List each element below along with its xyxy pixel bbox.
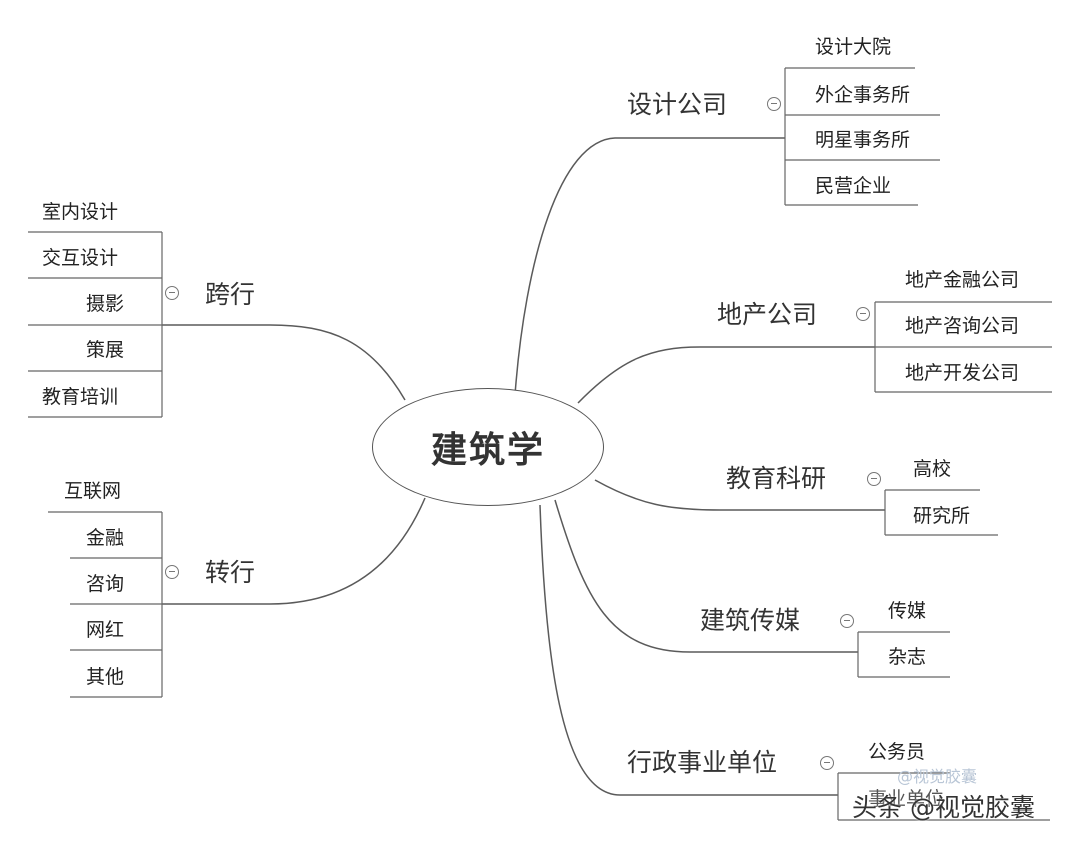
leaf-label: 室内设计 <box>42 201 119 223</box>
leaf-group-design <box>784 67 940 206</box>
leaf-group-career <box>48 511 163 698</box>
collapse-icon[interactable] <box>165 565 179 579</box>
center-node <box>372 388 604 506</box>
branch-label-crossover: 跨行 <box>205 280 256 309</box>
branch-label-government: 行政事业单位 <box>627 748 778 777</box>
watermark: 头条 @视觉胶囊 <box>852 793 1035 822</box>
edge-crossover <box>162 324 406 401</box>
leaf-label: 公务员 <box>868 741 926 763</box>
collapse-icon[interactable] <box>165 286 179 300</box>
leaf-label: 其他 <box>86 666 125 688</box>
edge-government <box>539 504 838 796</box>
leaf-label: 摄影 <box>86 293 125 315</box>
collapse-icon[interactable] <box>867 472 881 486</box>
collapse-icon[interactable] <box>840 614 854 628</box>
edge-real-estate <box>577 346 875 404</box>
leaf-label: 杂志 <box>888 646 927 668</box>
branch-label-design-company: 设计公司 <box>627 90 728 119</box>
watermark-faint: @视觉胶囊 <box>897 767 978 786</box>
leaf-label: 明星事务所 <box>815 129 911 151</box>
leaf-group-government <box>837 772 1050 821</box>
branch-label-media: 建筑传媒 <box>700 606 801 635</box>
collapse-icon[interactable] <box>856 307 870 321</box>
leaf-group-crossover <box>28 231 163 418</box>
leaf-label: 研究所 <box>913 505 971 527</box>
leaf-label: 网红 <box>86 619 125 641</box>
leaf-label: 互联网 <box>64 480 122 502</box>
branch-label-career-change: 转行 <box>205 558 256 587</box>
leaf-label: 外企事务所 <box>815 84 911 106</box>
leaf-label: 地产金融公司 <box>905 269 1020 291</box>
collapse-icon[interactable] <box>820 756 834 770</box>
leaf-label: 地产咨询公司 <box>905 315 1020 337</box>
leaf-label: 高校 <box>913 458 952 480</box>
branch-label-education: 教育科研 <box>726 464 827 493</box>
leaf-label: 金融 <box>86 527 125 549</box>
center-node-label: 建筑学 <box>430 430 545 471</box>
leaf-group-realestate <box>874 301 1052 393</box>
leaf-label: 事业单位 <box>868 788 945 810</box>
leaf-group-education <box>884 489 998 536</box>
leaf-label: 交互设计 <box>42 247 119 269</box>
edge-design-company <box>514 137 785 396</box>
leaf-label: 咨询 <box>86 573 125 595</box>
leaf-label: 传媒 <box>888 600 927 622</box>
edge-education <box>594 479 885 511</box>
leaf-label: 策展 <box>86 339 125 361</box>
leaf-label: 民营企业 <box>815 175 892 197</box>
leaf-label: 教育培训 <box>42 386 119 408</box>
leaf-group-media <box>857 631 950 678</box>
edge-career-change <box>162 497 426 605</box>
branch-label-real-estate: 地产公司 <box>717 300 818 329</box>
leaf-label: 设计大院 <box>815 36 892 58</box>
edge-media <box>554 499 858 653</box>
leaf-label: 地产开发公司 <box>905 362 1020 384</box>
collapse-icon[interactable] <box>767 97 781 111</box>
